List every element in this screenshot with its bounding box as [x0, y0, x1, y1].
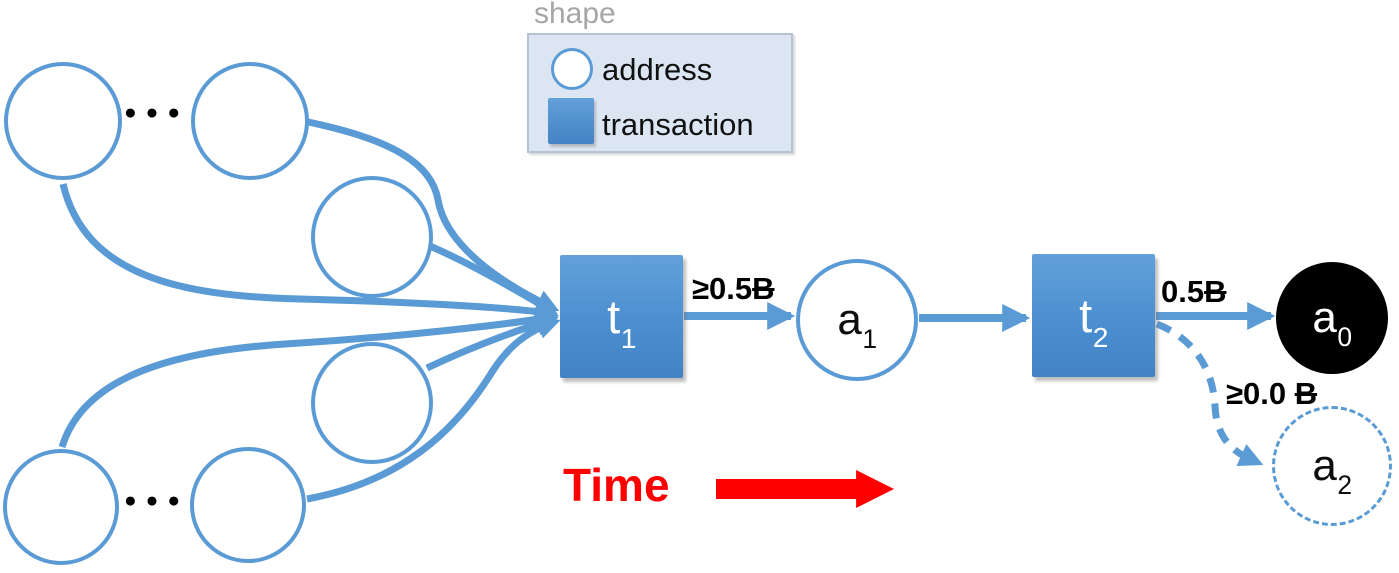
- ellipsis-dots-bottom: ●●●: [124, 489, 190, 512]
- node-label: a1: [837, 295, 878, 354]
- edge-input-1: [59, 183, 559, 323]
- amount-label-t2-a2: ≥0.0 B: [1226, 376, 1318, 411]
- node-label: t1: [607, 290, 637, 354]
- bitcoin-symbol: B: [1204, 274, 1227, 309]
- node-label: a0: [1312, 293, 1353, 352]
- transaction-swatch-icon: [548, 98, 594, 144]
- node-label: t2: [1079, 289, 1109, 353]
- address-node-a0: a0: [1276, 262, 1388, 374]
- bitcoin-symbol: B: [752, 271, 775, 306]
- input-address-node: [190, 447, 306, 563]
- transaction-node-t1: t1: [560, 255, 683, 378]
- address-node-a1: a1: [796, 259, 918, 381]
- address-swatch-icon: [551, 48, 593, 90]
- amount-label-t2-a0: 0.5B: [1161, 274, 1227, 309]
- legend-title: shape: [534, 0, 616, 30]
- input-address-node: [191, 62, 309, 180]
- edge-input-5: [58, 308, 560, 449]
- edge-input-6: [306, 316, 561, 503]
- transaction-node-t2: t2: [1032, 254, 1155, 377]
- ellipsis-dots-top: ●●●: [124, 101, 190, 124]
- amount-label-t1-a1: ≥0.5B: [692, 271, 775, 306]
- edge-input-3: [428, 242, 558, 315]
- input-address-node: [311, 176, 433, 298]
- input-address-node: [311, 342, 433, 464]
- address-node-a2: a2: [1272, 406, 1392, 526]
- bitcoin-symbol: B: [1294, 376, 1318, 411]
- legend-item-address: address: [602, 52, 713, 87]
- edge-t2-to-a2-dashed: [1155, 320, 1264, 466]
- node-label: a2: [1312, 441, 1353, 500]
- input-address-node: [3, 449, 119, 565]
- input-address-node: [4, 62, 122, 180]
- legend-item-transaction: transaction: [602, 107, 754, 142]
- legend: address transaction: [527, 33, 793, 153]
- time-label: Time: [563, 459, 670, 511]
